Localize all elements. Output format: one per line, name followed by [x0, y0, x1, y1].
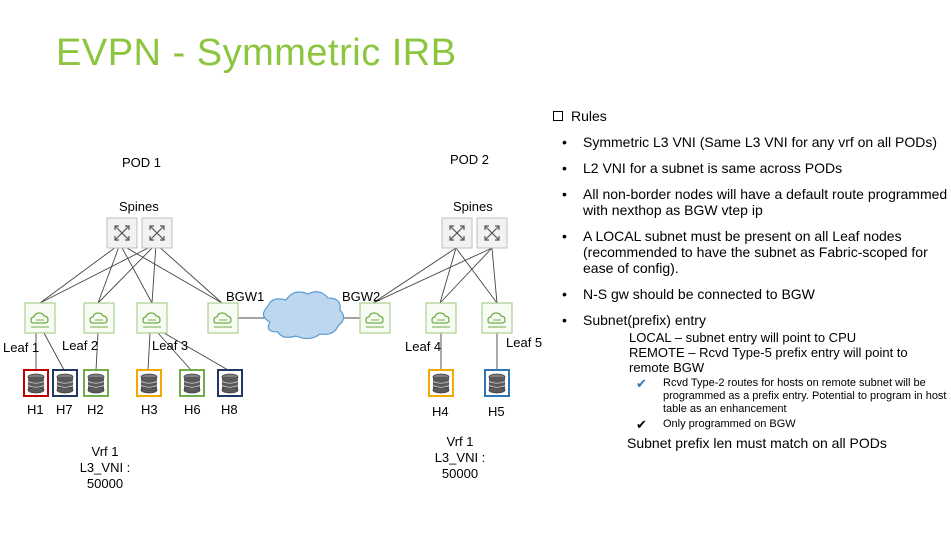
pod1-spines-label: Spines	[119, 199, 159, 214]
database-icon	[221, 373, 239, 394]
leaf3-router-icon	[136, 302, 168, 334]
bgw2-label: BGW2	[342, 289, 381, 304]
rule-item: A LOCAL subnet must be present on all Le…	[559, 228, 948, 276]
pod1-spine-2-icon	[141, 217, 173, 249]
host-h8-label: H8	[221, 402, 238, 417]
database-icon	[488, 373, 506, 394]
pod2-spine-1-icon	[441, 217, 473, 249]
host-h2	[83, 369, 109, 397]
host-h2-label: H2	[87, 402, 104, 417]
pod2-vrf-block: Vrf 1 L3_VNI : 50000	[425, 434, 495, 482]
database-icon	[87, 373, 105, 394]
pod1-l3vni-label: L3_VNI :	[79, 460, 131, 475]
bgw1-label: BGW1	[226, 289, 265, 304]
host-h1	[23, 369, 49, 397]
check-item-text: Only programmed on BGW	[663, 418, 796, 430]
leaf2-router-icon	[83, 302, 115, 334]
host-h8	[217, 369, 243, 397]
database-icon	[56, 373, 74, 394]
host-h3-label: H3	[141, 402, 158, 417]
host-h4-label: H4	[432, 404, 449, 419]
rule-item: All non-border nodes will have a default…	[559, 186, 948, 218]
pod2-l3vni-value: 50000	[441, 466, 479, 481]
pod2-label: POD 2	[450, 152, 490, 167]
host-h6	[179, 369, 205, 397]
host-h7-label: H7	[56, 402, 73, 417]
rule-item: Symmetric L3 VNI (Same L3 VNI for any vr…	[559, 134, 948, 150]
database-icon	[27, 373, 45, 394]
rule-item: N-S gw should be connected to BGW	[559, 286, 948, 302]
checkbox-icon	[553, 111, 563, 121]
database-icon	[183, 373, 201, 394]
pod1-l3vni-value: 50000	[86, 476, 124, 491]
host-h1-label: H1	[27, 402, 44, 417]
rule-item: Subnet(prefix) entry	[559, 312, 948, 328]
leaf3-label: Leaf 3	[152, 338, 189, 353]
pod1-label: POD 1	[122, 155, 162, 170]
pod1-vrf-block: Vrf 1 L3_VNI : 50000	[70, 444, 140, 492]
database-icon	[140, 373, 158, 394]
check-item-type2: ✔ Rcvd Type-2 routes for hosts on remote…	[636, 377, 948, 416]
leaf5-label: Leaf 5	[506, 335, 543, 350]
rules-panel: Rules Symmetric L3 VNI (Same L3 VNI for …	[553, 108, 948, 451]
bgw1-router-icon	[207, 302, 239, 334]
pod2-vrf-label: Vrf 1	[446, 434, 474, 449]
subnet-entry-local: LOCAL – subnet entry will point to CPU	[629, 330, 857, 345]
pod1-spine-1-icon	[106, 217, 138, 249]
host-h3	[136, 369, 162, 397]
check-item-bgw: ✔ Only programmed on BGW	[636, 418, 948, 431]
rules-list: Symmetric L3 VNI (Same L3 VNI for any vr…	[553, 134, 948, 328]
pod1-vrf-label: Vrf 1	[91, 444, 119, 459]
host-h4	[428, 369, 454, 397]
leaf4-label: Leaf 4	[405, 339, 442, 354]
pod2-links	[336, 247, 498, 370]
bgw2-router-icon	[359, 302, 391, 334]
check-item-text: Rcvd Type-2 routes for hosts on remote s…	[663, 377, 947, 415]
leaf4-router-icon	[425, 302, 457, 334]
subnet-entry-remote: REMOTE – Rcvd Type-5 prefix entry will p…	[629, 345, 908, 375]
host-h5-label: H5	[488, 404, 505, 419]
leaf5-router-icon	[481, 302, 513, 334]
leaf2-label: Leaf 2	[62, 338, 99, 353]
checkmark-icon: ✔	[636, 376, 647, 391]
leaf1-label: Leaf 1	[3, 340, 40, 355]
pod2-spine-2-icon	[476, 217, 508, 249]
checkmark-icon: ✔	[636, 417, 647, 432]
rule-item: L2 VNI for a subnet is same across PODs	[559, 160, 948, 176]
pod2-spines-label: Spines	[453, 199, 493, 214]
rules-heading-text: Rules	[571, 108, 607, 124]
database-icon	[432, 373, 450, 394]
host-h7	[52, 369, 78, 397]
host-h5	[484, 369, 510, 397]
host-h6-label: H6	[184, 402, 201, 417]
rules-heading: Rules	[553, 108, 948, 124]
rule-prefix-len: Subnet prefix len must match on all PODs	[627, 435, 887, 451]
leaf1-router-icon	[24, 302, 56, 334]
wan-cloud-icon	[262, 291, 345, 340]
pod1-links	[35, 243, 266, 371]
pod2-l3vni-label: L3_VNI :	[434, 450, 486, 465]
page-title: EVPN - Symmetric IRB	[56, 32, 457, 74]
